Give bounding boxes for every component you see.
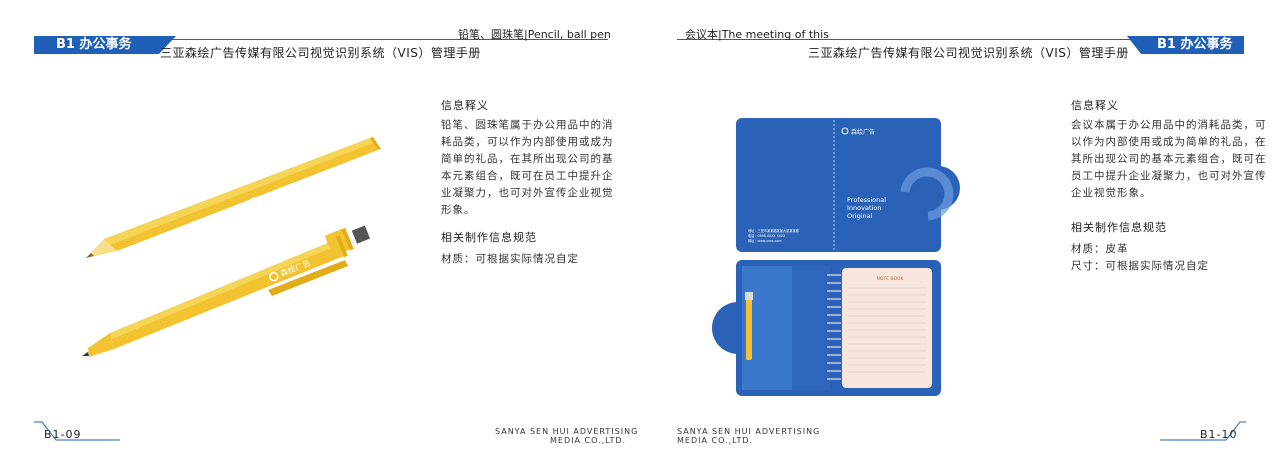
footer-company-right-1: SANYA SEN HUI ADVERTISING <box>677 427 821 436</box>
footer-rule-right <box>1160 421 1246 441</box>
section-tab-left: B1 办公事务 <box>34 36 176 54</box>
info-title-right: 信息释义 <box>1071 99 1119 112</box>
cover-small-line-1: 地址：三亚市某某路某某大厦某某楼 <box>748 228 800 233</box>
info-body-right: 会议本属于办公用品中的消耗品类，可 以作为内部使用或成为简单的礼品，在 其所出现… <box>1071 119 1267 199</box>
page-number-left: B1-09 <box>44 428 82 441</box>
notebook-illustration: 森绘广告 Professional Innovation Original 地址… <box>700 110 1000 410</box>
footer-company-left-2: MEDIA CO.,LTD. <box>550 436 627 445</box>
pen-illustration: 森绘广告 森绘广告 <box>60 110 420 390</box>
notebook-page-header: NOTE BOOK <box>877 276 905 282</box>
cover-tagline-1: Professional <box>847 196 886 204</box>
header-rule-left <box>150 39 608 40</box>
company-line-left: 三亚森绘广告传媒有限公司视觉识别系统（VIS）管理手册 <box>160 46 481 60</box>
spec-item-right-1: 尺寸：可根据实际情况自定 <box>1071 260 1209 272</box>
spec-item-left-0: 材质：可根据实际情况自定 <box>441 253 579 265</box>
page-subtitle-left: 铅笔、圆珠笔|Pencil, ball pen <box>458 28 611 41</box>
cover-brand-text: 森绘广告 <box>851 128 875 136</box>
header-rule-right <box>677 39 1147 40</box>
footer-company-right-2: MEDIA CO.,LTD. <box>677 436 754 445</box>
ballpen-graphic: 森绘广告 <box>82 225 371 357</box>
cover-tagline-3: Original <box>847 212 873 220</box>
spec-title-right: 相关制作信息规范 <box>1071 221 1167 234</box>
footer-company-left-1: SANYA SEN HUI ADVERTISING <box>495 427 639 436</box>
footer-rule-left <box>34 421 120 441</box>
cover-small-line-3: 网址：www.xxxx.com <box>748 238 781 243</box>
info-title-left: 信息释义 <box>441 99 489 112</box>
cover-tagline-2: Innovation <box>847 204 881 212</box>
spec-item-right-0: 材质：皮革 <box>1071 243 1129 255</box>
cover-small-line-2: 电话：0898-XXXX XXXX <box>748 233 786 238</box>
page-subtitle-right: 会议本|The meeting of this <box>685 28 829 41</box>
spec-title-left: 相关制作信息规范 <box>441 231 537 244</box>
section-tab-right: B1 办公事务 <box>1127 36 1244 54</box>
notebook-closed-cover: 森绘广告 Professional Innovation Original 地址… <box>736 118 960 252</box>
notebook-open: NOTE BOOK <box>712 260 941 396</box>
page-number-right: B1-10 <box>1200 428 1238 441</box>
info-body-left: 铅笔、圆珠笔属于办公用品中的消 耗品类，可以作为内部使用或成为 简单的礼品，在其… <box>441 119 614 216</box>
company-line-right: 三亚森绘广告传媒有限公司视觉识别系统（VIS）管理手册 <box>808 46 1129 60</box>
